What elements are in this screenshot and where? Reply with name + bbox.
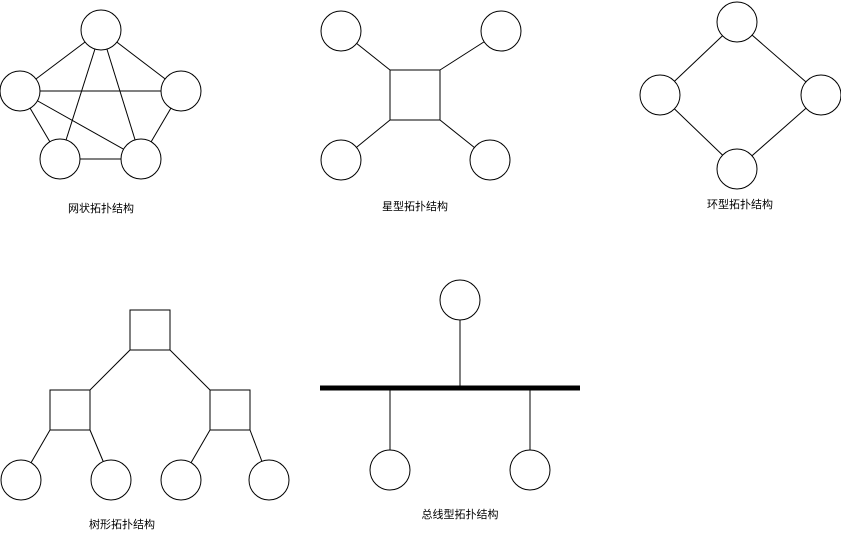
mesh-node — [160, 70, 202, 112]
star-hub — [389, 69, 441, 121]
mesh-link — [100, 29, 142, 160]
mesh-node — [120, 138, 162, 180]
bus-topology-caption: 总线型拓扑结构 — [421, 508, 499, 521]
ring-topology-caption: 环型拓扑结构 — [707, 198, 773, 211]
ring-topology — [639, 1, 841, 190]
tree-topology — [0, 309, 290, 501]
ring-node — [716, 148, 758, 190]
tree-link — [169, 349, 211, 391]
star-node — [320, 10, 362, 52]
bus-topology — [320, 279, 580, 491]
bus-node — [509, 449, 551, 491]
mesh-node — [0, 70, 41, 112]
star-node — [320, 139, 362, 181]
mesh-link — [59, 29, 102, 160]
tree-leaf-node — [0, 459, 42, 501]
tree-leaf-node — [90, 459, 132, 501]
tree-topology-caption: 树形拓扑结构 — [89, 518, 155, 531]
bus-node — [439, 279, 481, 321]
tree-branch-switch — [209, 389, 251, 431]
ring-node — [716, 1, 758, 43]
mesh-node — [80, 9, 122, 51]
star-node — [469, 139, 511, 181]
mesh-topology-caption: 网状拓扑结构 — [68, 202, 134, 215]
mesh-link — [19, 90, 142, 160]
tree-link — [89, 349, 131, 391]
tree-leaf-node — [160, 459, 202, 501]
mesh-topology — [0, 9, 202, 180]
tree-leaf-node — [248, 459, 290, 501]
bus-node — [369, 449, 411, 491]
ring-node — [639, 74, 681, 116]
star-topology — [320, 10, 522, 181]
tree-root-switch — [129, 309, 171, 351]
star-node — [480, 10, 522, 52]
mesh-node — [39, 138, 81, 180]
ring-node — [800, 74, 841, 116]
tree-branch-switch — [49, 389, 91, 431]
star-topology-caption: 星型拓扑结构 — [382, 200, 448, 213]
